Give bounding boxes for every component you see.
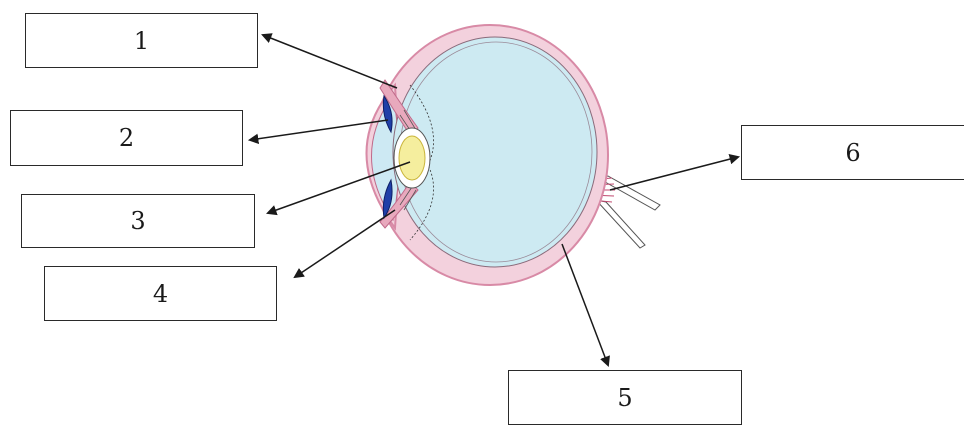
label-text-3: 3 xyxy=(130,207,145,235)
eyeball xyxy=(367,25,609,285)
label-text-1: 1 xyxy=(134,27,149,55)
label-box-1[interactable]: 1 xyxy=(25,13,258,68)
label-box-4[interactable]: 4 xyxy=(44,266,277,321)
label-box-3[interactable]: 3 xyxy=(21,194,255,248)
pointer-6 xyxy=(610,157,738,190)
label-text-2: 2 xyxy=(119,124,134,152)
label-text-5: 5 xyxy=(617,384,632,412)
pointer-5 xyxy=(562,244,608,365)
label-text-6: 6 xyxy=(845,139,860,167)
pointer-1 xyxy=(263,35,397,88)
label-box-6[interactable]: 6 xyxy=(741,125,964,180)
label-text-4: 4 xyxy=(153,280,168,308)
label-box-2[interactable]: 2 xyxy=(10,110,243,166)
pointer-4 xyxy=(295,210,395,277)
lens-nucleus xyxy=(399,136,425,180)
label-box-5[interactable]: 5 xyxy=(508,370,742,425)
